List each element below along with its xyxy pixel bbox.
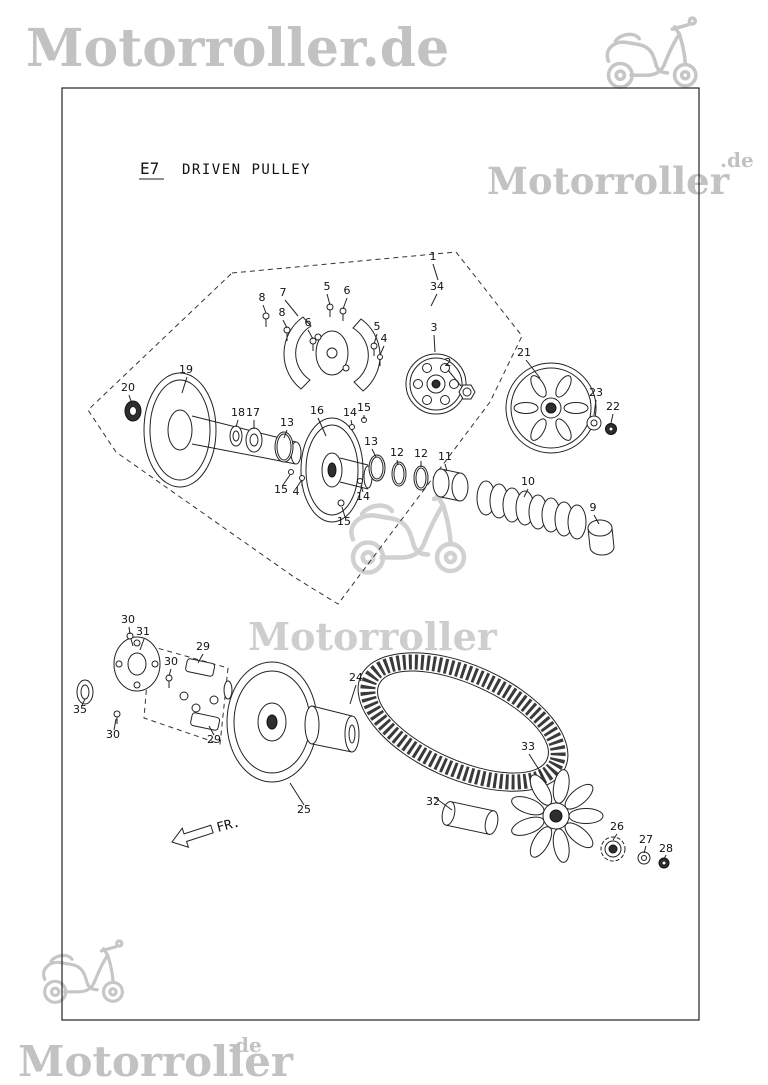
scooter-icon xyxy=(42,939,124,1004)
part-12-snapring-b xyxy=(413,465,429,491)
part-label: 16 xyxy=(310,404,324,417)
part-21-clutch-bell xyxy=(505,362,597,454)
fr-label: FR. xyxy=(215,815,242,836)
part-label: 30 xyxy=(106,728,120,741)
part-label: 1 xyxy=(430,250,437,263)
part-17-washer xyxy=(245,427,263,453)
watermark-right-tld: .de xyxy=(720,148,754,172)
part-label: 12 xyxy=(390,446,404,459)
part-label: 5 xyxy=(374,320,381,333)
part-labels: 1 34 7 5 6 8 8 6 5 4 3 2 21 23 22 20 19 … xyxy=(73,250,673,855)
part-label: 18 xyxy=(231,406,245,419)
part-2-nut xyxy=(458,384,476,400)
part-label: 13 xyxy=(364,435,378,448)
part-label: 7 xyxy=(280,286,287,299)
part-label: 25 xyxy=(297,803,311,816)
part-23-washer xyxy=(586,415,602,431)
part-label: 34 xyxy=(430,280,444,293)
part-12-snapring-a xyxy=(391,461,407,487)
part-label: 8 xyxy=(259,291,266,304)
part-11-spacer xyxy=(432,468,469,502)
part-16-driven-face xyxy=(300,417,373,523)
part-33-fan xyxy=(511,769,604,863)
section-name: DRIVEN PULLEY xyxy=(182,162,311,178)
part-3-drive-plate xyxy=(405,353,467,415)
part-label: 15 xyxy=(274,483,288,496)
part-32-roller xyxy=(441,801,499,835)
part-label: 29 xyxy=(196,640,210,653)
part-label: 22 xyxy=(606,400,620,413)
part-label: 17 xyxy=(246,406,260,419)
part-label: 15 xyxy=(337,515,351,528)
lower-assembly: FR. xyxy=(76,632,670,869)
part-label: 15 xyxy=(357,401,371,414)
leader-lines xyxy=(81,263,667,860)
part-label: 26 xyxy=(610,820,624,833)
part-label: 11 xyxy=(438,450,452,463)
drawing-title: E7 DRIVEN PULLEY xyxy=(139,159,311,180)
part-label: 32 xyxy=(426,795,440,808)
part-label: 4 xyxy=(381,332,388,345)
part-24-boss xyxy=(304,705,360,753)
part-label: 30 xyxy=(164,655,178,668)
part-label: 23 xyxy=(589,386,603,399)
part-label: 29 xyxy=(207,733,221,746)
section-code: E7 xyxy=(140,159,159,178)
part-label: 19 xyxy=(179,363,193,376)
part-18-washer xyxy=(229,425,243,447)
part-22-nut xyxy=(605,423,617,435)
part-label: 35 xyxy=(73,703,87,716)
watermark-center-text: Motorroller xyxy=(248,614,498,659)
drawing-frame xyxy=(61,87,700,1021)
watermark-top-text: Motorroller.de xyxy=(26,18,449,79)
part-7-clutch-shoes xyxy=(283,316,381,392)
part-label: 24 xyxy=(349,671,363,684)
part-label: 30 xyxy=(121,613,135,626)
part-label: 28 xyxy=(659,842,673,855)
part-label: 9 xyxy=(590,501,597,514)
part-27-washer xyxy=(637,851,651,865)
part-28-nut xyxy=(658,857,670,869)
watermark-center: Motorroller xyxy=(248,485,498,659)
part-label: 5 xyxy=(324,280,331,293)
drive-belt xyxy=(357,652,569,792)
watermarks: Motorroller.de Motorroller .de Motorroll… xyxy=(18,16,754,1085)
part-label: 13 xyxy=(280,416,294,429)
part-13-oring-b xyxy=(368,454,386,482)
watermark-bottom-tld: .de xyxy=(228,1033,262,1057)
part-30-bolts xyxy=(113,632,173,724)
part-10-spring xyxy=(476,480,587,540)
part-label: 3 xyxy=(431,321,438,334)
part-31-hub xyxy=(113,636,161,692)
watermark-right-text: Motorroller xyxy=(487,159,730,203)
part-35-ring xyxy=(76,679,94,705)
upper-assembly xyxy=(124,303,617,556)
assembly-outlines xyxy=(87,251,523,745)
part-label: 21 xyxy=(517,346,531,359)
fr-arrow: FR. xyxy=(171,815,242,848)
part-26-lock-washer xyxy=(600,836,626,862)
part-label: 14 xyxy=(343,406,357,419)
part-label: 33 xyxy=(521,740,535,753)
part-label: 10 xyxy=(521,475,535,488)
part-label: 6 xyxy=(344,284,351,297)
part-29-plates xyxy=(179,658,247,731)
part-label: 27 xyxy=(639,833,653,846)
part-label: 4 xyxy=(293,485,300,498)
part-9-retainer xyxy=(587,519,615,556)
scooter-icon xyxy=(605,16,698,89)
part-13-oring-a xyxy=(274,431,294,463)
part-19-pulley-face xyxy=(143,372,302,488)
part-label: 2 xyxy=(445,356,452,369)
part-25-pulley-face xyxy=(226,661,318,783)
part-20-nut xyxy=(124,400,142,422)
part-label: 20 xyxy=(121,381,135,394)
watermark-bottom-text: Motorroller xyxy=(18,1037,294,1085)
part-label: 6 xyxy=(305,316,312,329)
part-label: 31 xyxy=(136,625,150,638)
part-label: 14 xyxy=(356,490,370,503)
part-label: 8 xyxy=(279,306,286,319)
part-label: 12 xyxy=(414,447,428,460)
